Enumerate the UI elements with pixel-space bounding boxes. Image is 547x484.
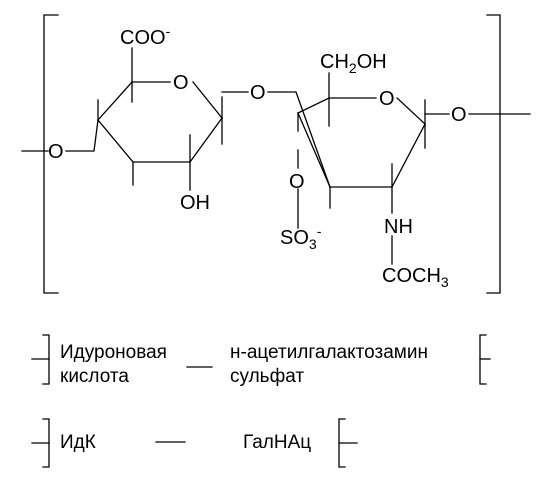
ring-galnac xyxy=(297,72,426,214)
ring-iduronic-acid xyxy=(97,47,223,191)
sulfate-group-label: SO3- xyxy=(280,223,322,252)
right-link-oxygen-label: O xyxy=(451,104,467,126)
legend-abbr-brackets xyxy=(31,418,358,468)
legend-full-brackets xyxy=(31,334,491,385)
amine-label: NH xyxy=(384,216,413,238)
ring2-oxygen-label: O xyxy=(379,88,395,110)
ring1-oxygen-label: O xyxy=(173,72,189,94)
legend-galnac-line2: сульфат xyxy=(230,366,305,387)
legend-iduronic-line1: Идуроновая xyxy=(60,342,167,363)
legend-abbr-galnac: ГалНАц xyxy=(243,432,312,453)
left-link-oxygen-label: O xyxy=(48,141,64,163)
bridge-bonds xyxy=(221,91,331,188)
substituent-bonds xyxy=(297,188,393,265)
repeat-bracket-right xyxy=(486,14,501,294)
hydroxyl-label: OH xyxy=(180,192,210,214)
sulfate-oxygen-label: O xyxy=(289,171,305,193)
legend-iduronic-line2: кислота xyxy=(60,366,129,387)
legend-abbr-idk: ИдК xyxy=(60,432,96,453)
left-glycosidic-bonds xyxy=(21,119,99,152)
legend-galnac-line1: н-ацетилгалактозамин xyxy=(230,342,428,363)
carboxylate-label: COO- xyxy=(120,23,171,49)
repeat-bracket-left xyxy=(43,14,59,294)
hydroxymethyl-label: CH2OH xyxy=(320,51,387,76)
acetyl-label: COCH3 xyxy=(382,265,449,290)
bridge-oxygen-label: O xyxy=(250,82,266,104)
